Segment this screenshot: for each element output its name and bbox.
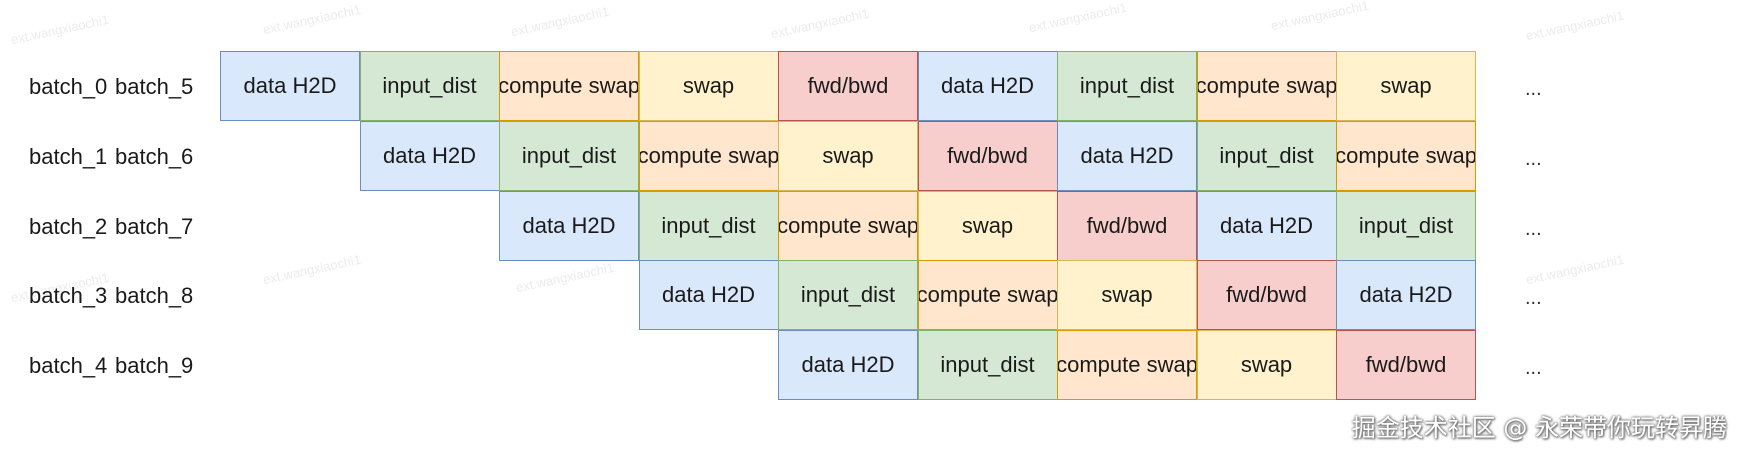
- continuation-ellipsis: ...: [1525, 287, 1542, 310]
- stage-cell: input_dist: [499, 120, 639, 191]
- stage-cell: swap: [638, 51, 779, 121]
- row-label: batch_8: [115, 283, 194, 309]
- stage-cell: input_dist: [1336, 190, 1476, 261]
- background-watermark: ext.wangxiaochi1: [9, 11, 111, 48]
- row-label: batch_9: [115, 353, 194, 379]
- stage-cell: compute swap: [1196, 51, 1337, 121]
- row-label: batch_5: [115, 74, 194, 99]
- continuation-ellipsis: ...: [1525, 147, 1542, 170]
- stage-cell: data H2D: [220, 51, 360, 121]
- stage-cell: compute swap: [638, 120, 779, 191]
- stage-cell: fwd/bwd: [1336, 330, 1476, 401]
- stage-cell: data H2D: [778, 330, 918, 401]
- continuation-ellipsis: ...: [1525, 78, 1542, 100]
- background-watermark: ext.wangxiaochi1: [1269, 0, 1371, 34]
- stage-cell: input_dist: [917, 330, 1058, 401]
- row-label: batch_2: [29, 213, 108, 239]
- stage-cell: data H2D: [499, 190, 639, 261]
- background-watermark: ext.wangxiaochi1: [769, 5, 871, 42]
- stage-cell: input_dist: [1057, 51, 1197, 121]
- continuation-ellipsis: ...: [1525, 217, 1542, 240]
- stage-cell: fwd/bwd: [1196, 260, 1337, 331]
- stage-cell: data H2D: [1336, 260, 1476, 331]
- stage-cell: compute swap: [499, 51, 639, 121]
- background-watermark: ext.wangxiaochi1: [514, 259, 616, 296]
- stage-cell: swap: [1196, 330, 1337, 401]
- stage-cell: data H2D: [1057, 120, 1197, 191]
- background-watermark: ext.wangxiaochi1: [1524, 7, 1626, 44]
- stage-cell: compute swap: [1336, 120, 1476, 191]
- stage-cell: input_dist: [638, 190, 779, 261]
- background-watermark: ext.wangxiaochi1: [509, 3, 611, 40]
- row-label: batch_4: [29, 353, 108, 379]
- stage-cell: swap: [778, 120, 918, 191]
- row-label: batch_0: [29, 74, 108, 99]
- row-label: batch_7: [115, 213, 194, 239]
- stage-cell: compute swap: [1057, 330, 1197, 401]
- stage-cell: data H2D: [359, 120, 500, 191]
- stage-cell: fwd/bwd: [1057, 190, 1197, 261]
- stage-cell: swap: [1336, 51, 1476, 121]
- background-watermark: ext.wangxiaochi1: [1027, 0, 1129, 36]
- stage-cell: fwd/bwd: [778, 51, 918, 121]
- stage-cell: data H2D: [638, 260, 779, 331]
- background-watermark: ext.wangxiaochi1: [261, 1, 363, 38]
- stage-cell: data H2D: [1196, 190, 1337, 261]
- stage-cell: data H2D: [917, 51, 1058, 121]
- continuation-ellipsis: ...: [1525, 357, 1542, 380]
- stage-cell: input_dist: [359, 51, 500, 121]
- stage-cell: input_dist: [778, 260, 918, 331]
- stage-cell: swap: [1057, 260, 1197, 331]
- stage-cell: compute swap: [778, 190, 918, 261]
- row-label: batch_3: [29, 283, 108, 309]
- row-label: batch_1: [29, 143, 108, 169]
- stage-cell: compute swap: [917, 260, 1058, 331]
- footer-watermark: 掘金技术社区 @ 永荣带你玩转昇腾: [1351, 414, 1727, 442]
- row-label: batch_6: [115, 143, 194, 169]
- stage-cell: fwd/bwd: [917, 120, 1058, 191]
- stage-cell: swap: [917, 190, 1058, 261]
- stage-cell: input_dist: [1196, 120, 1337, 191]
- background-watermark: ext.wangxiaochi1: [261, 251, 363, 288]
